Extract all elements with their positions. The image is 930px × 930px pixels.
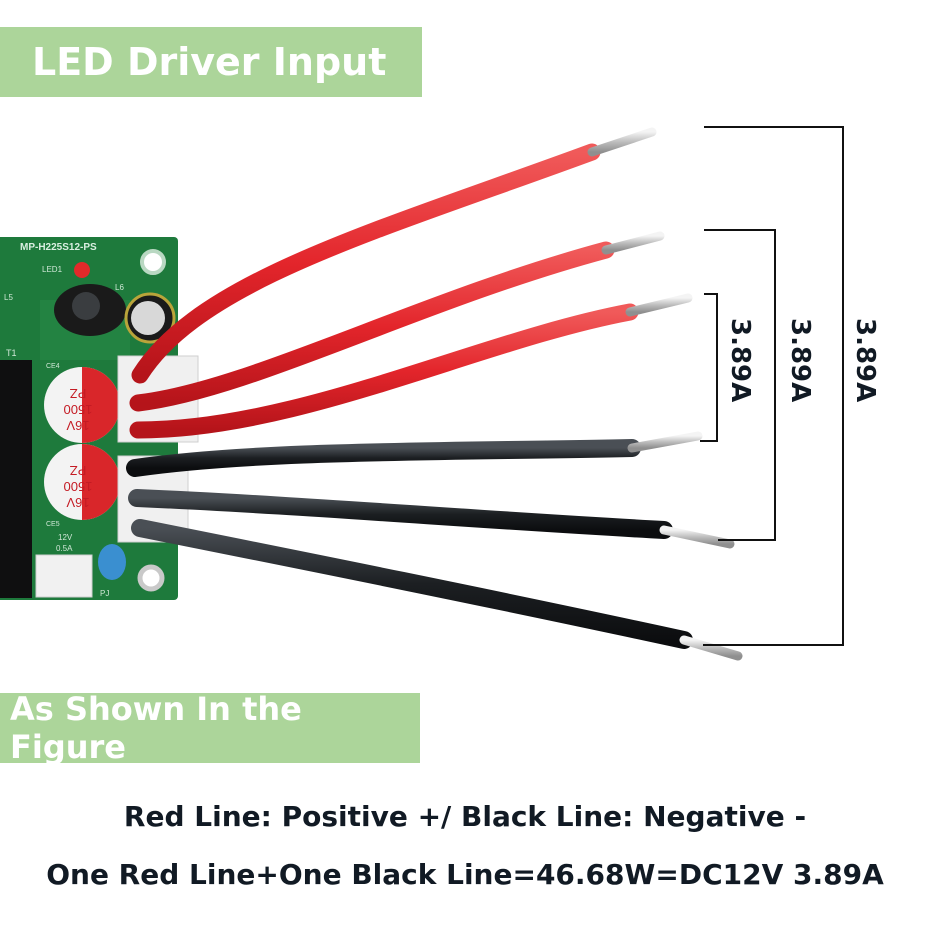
svg-text:1500: 1500 [64,479,93,494]
bracket-inner [700,293,718,442]
silk-t1: T1 [6,348,17,358]
wire-tip [625,293,693,317]
current-label-middle: 3.89A [785,318,815,403]
red-wire-3 [129,303,639,439]
indicator-led [74,262,90,278]
section-banner: As Shown In the Figure [0,690,420,766]
wire-tip [659,525,735,549]
mounting-hole [140,249,166,275]
silk-l6: L6 [115,283,124,292]
svg-text:PZ: PZ [70,386,87,401]
black-wires [126,431,743,661]
svg-text:16V: 16V [66,495,89,510]
capacitor-label: 16V 1500 PZ [64,386,93,433]
header-banner: LED Driver Input [0,27,422,97]
silk-current: 0.5A [56,544,73,553]
bracket-outer [703,126,844,646]
board-model-label: MP-H225S12-PS [20,242,97,253]
silk-pj: PJ [100,589,109,598]
svg-text:1500: 1500 [64,402,93,417]
capacitor-label: 16V 1500 PZ [64,463,93,510]
ceramic-capacitor [98,544,126,580]
wire-tip [587,127,657,157]
caption-power: One Red Line+One Black Line=46.68W=DC12V… [46,858,884,891]
red-wire-1 [131,143,601,384]
pcb-board: MP-H225S12-PS LED1 L5 L6 T1 CE4 CE5 12V … [0,237,199,600]
capacitor-ce4 [44,367,120,443]
wire-tip [627,431,703,453]
mounting-hole [137,564,165,592]
small-connector [35,554,93,598]
black-wire-2 [128,489,673,539]
capacitor-ce5 [44,444,120,520]
bracket-middle [704,229,776,541]
silk-led1: LED1 [42,265,63,274]
svg-text:16V: 16V [66,418,89,433]
wire-tip [679,635,743,661]
black-wire-3 [131,519,693,649]
silk-l5: L5 [4,293,13,302]
svg-text:PZ: PZ [70,463,87,478]
red-wire-2 [129,241,615,412]
silk-ce4: CE4 [46,363,60,370]
black-wire-1 [126,439,641,477]
caption-polarity: Red Line: Positive +/ Black Line: Negati… [123,800,807,833]
current-label-inner: 3.89A [725,318,755,403]
wire-tip [601,231,665,255]
red-wires [129,127,693,439]
silk-12v: 12V [58,533,73,542]
header-title: LED Driver Input [32,40,387,84]
current-label-outer: 3.89A [850,318,880,403]
pairing-brackets [700,126,844,646]
silk-ce5: CE5 [46,521,60,528]
section-title: As Shown In the Figure [10,690,302,766]
transformer [0,360,32,598]
